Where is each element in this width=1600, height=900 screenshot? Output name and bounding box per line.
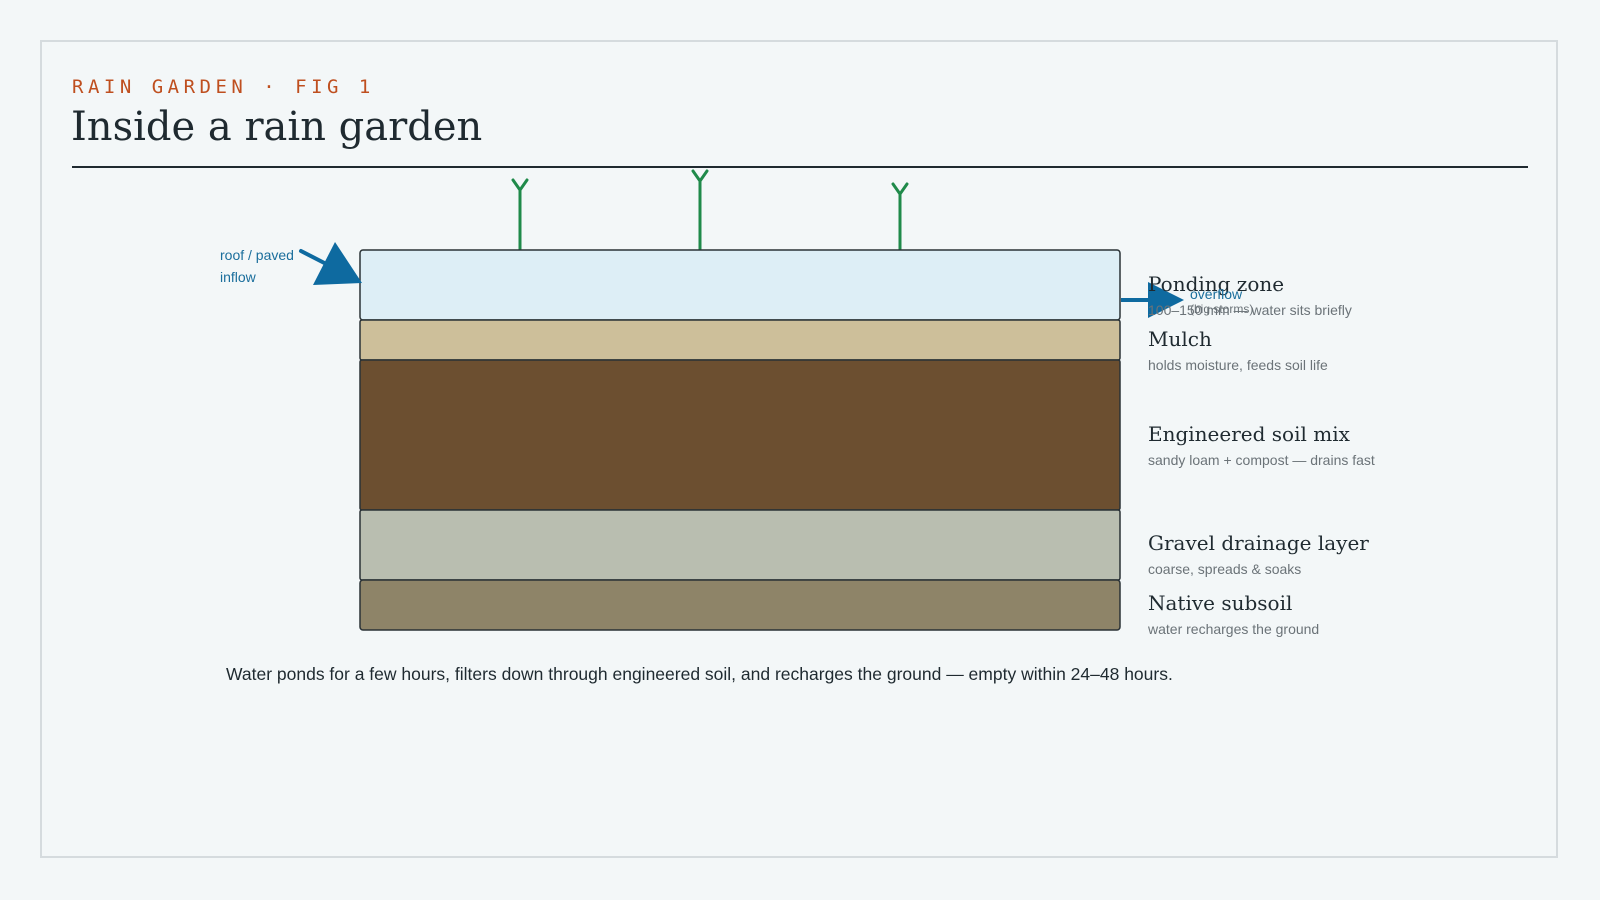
layer-name: Gravel drainage layer [1148, 531, 1369, 555]
plant-icon [891, 182, 909, 252]
overflow-label-line1: overflow [1190, 286, 1243, 302]
figure-caption: Water ponds for a few hours, filters dow… [226, 664, 1173, 684]
inflow-label-line2: inflow [220, 269, 256, 285]
figure-kicker: RAIN GARDEN · FIG 1 [72, 76, 375, 98]
layer-desc: holds moisture, feeds soil life [1148, 357, 1328, 373]
layer-desc: coarse, spreads & soaks [1148, 561, 1302, 577]
layer-native-subsoil [359, 579, 1121, 631]
layer-label-engineered-soil: Engineered soil mix sandy loam + compost… [1148, 422, 1375, 470]
layer-desc: 100–150 mm — water sits briefly [1148, 302, 1352, 318]
layer-label-mulch: Mulch holds moisture, feeds soil life [1148, 327, 1328, 375]
inflow-label: roof / paved inflow [220, 244, 294, 288]
plant-icon [511, 178, 529, 252]
layer-name: Engineered soil mix [1148, 422, 1350, 446]
layer-label-ponding-zone: Ponding zone 100–150 mm — water sits bri… [1148, 272, 1352, 320]
page-title: Inside a rain garden [71, 104, 483, 150]
overflow-label-line2: (big storms) [1190, 302, 1254, 316]
layer-mulch [359, 319, 1121, 361]
layer-ponding-zone [359, 249, 1121, 321]
layer-gravel [359, 509, 1121, 581]
layer-name: Mulch [1148, 327, 1212, 351]
layer-desc: water recharges the ground [1148, 621, 1320, 637]
overflow-label: overflow (big storms) [1190, 286, 1253, 316]
layer-label-gravel: Gravel drainage layer coarse, spreads & … [1148, 531, 1369, 579]
arrow-right-icon [1121, 282, 1184, 318]
layer-name: Ponding zone [1148, 272, 1285, 296]
layer-label-native-subsoil: Native subsoil water recharges the groun… [1148, 591, 1319, 639]
arrow-right-down-icon [299, 242, 362, 285]
layer-engineered-soil [359, 359, 1121, 511]
title-rule [72, 166, 1528, 168]
inflow-label-line1: roof / paved [220, 247, 294, 263]
layer-desc: sandy loam + compost — drains fast [1148, 452, 1375, 468]
figure-frame [40, 40, 1558, 858]
plant-icon [691, 169, 709, 252]
layer-name: Native subsoil [1148, 591, 1293, 615]
